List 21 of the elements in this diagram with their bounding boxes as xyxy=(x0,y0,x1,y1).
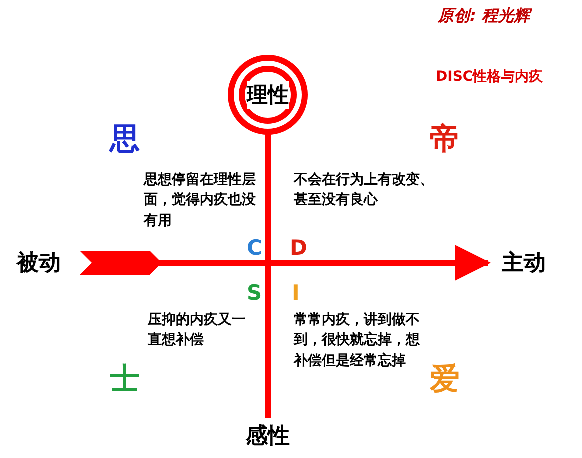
quadrant-letter: I xyxy=(292,280,301,307)
quadrant-character: 爱 xyxy=(430,361,461,399)
title: DISC性格与内疚 xyxy=(436,68,544,86)
arrow xyxy=(80,245,491,281)
axis-label: 感性 xyxy=(236,418,300,454)
connector-line xyxy=(265,134,271,418)
quadrant-character: 思 xyxy=(110,121,141,159)
axis-label: 被动 xyxy=(8,245,70,281)
quadrant-letter: C xyxy=(247,235,264,262)
quadrant-character: 士 xyxy=(110,361,141,399)
quadrant-description: 常常内疚，讲到做不到，很快就忘掉，想补偿但是经常忘掉 xyxy=(294,311,421,371)
quadrant-character: 帝 xyxy=(430,121,461,159)
quadrant-letter: S xyxy=(247,280,264,307)
quadrant-letter: D xyxy=(290,235,308,262)
axis-label: 理性 xyxy=(247,81,289,109)
target-circle xyxy=(226,53,310,137)
quadrant-description: 不会在行为上有改变、甚至没有良心 xyxy=(294,170,435,210)
author-credit: 原创: 程光辉 xyxy=(438,4,578,28)
axis-label: 主动 xyxy=(492,245,556,281)
quadrant-description: 思想停留在理性层面，觉得内疚也没有用 xyxy=(144,171,257,231)
quadrant-description: 压抑的内疚又一直想补偿 xyxy=(148,311,247,350)
